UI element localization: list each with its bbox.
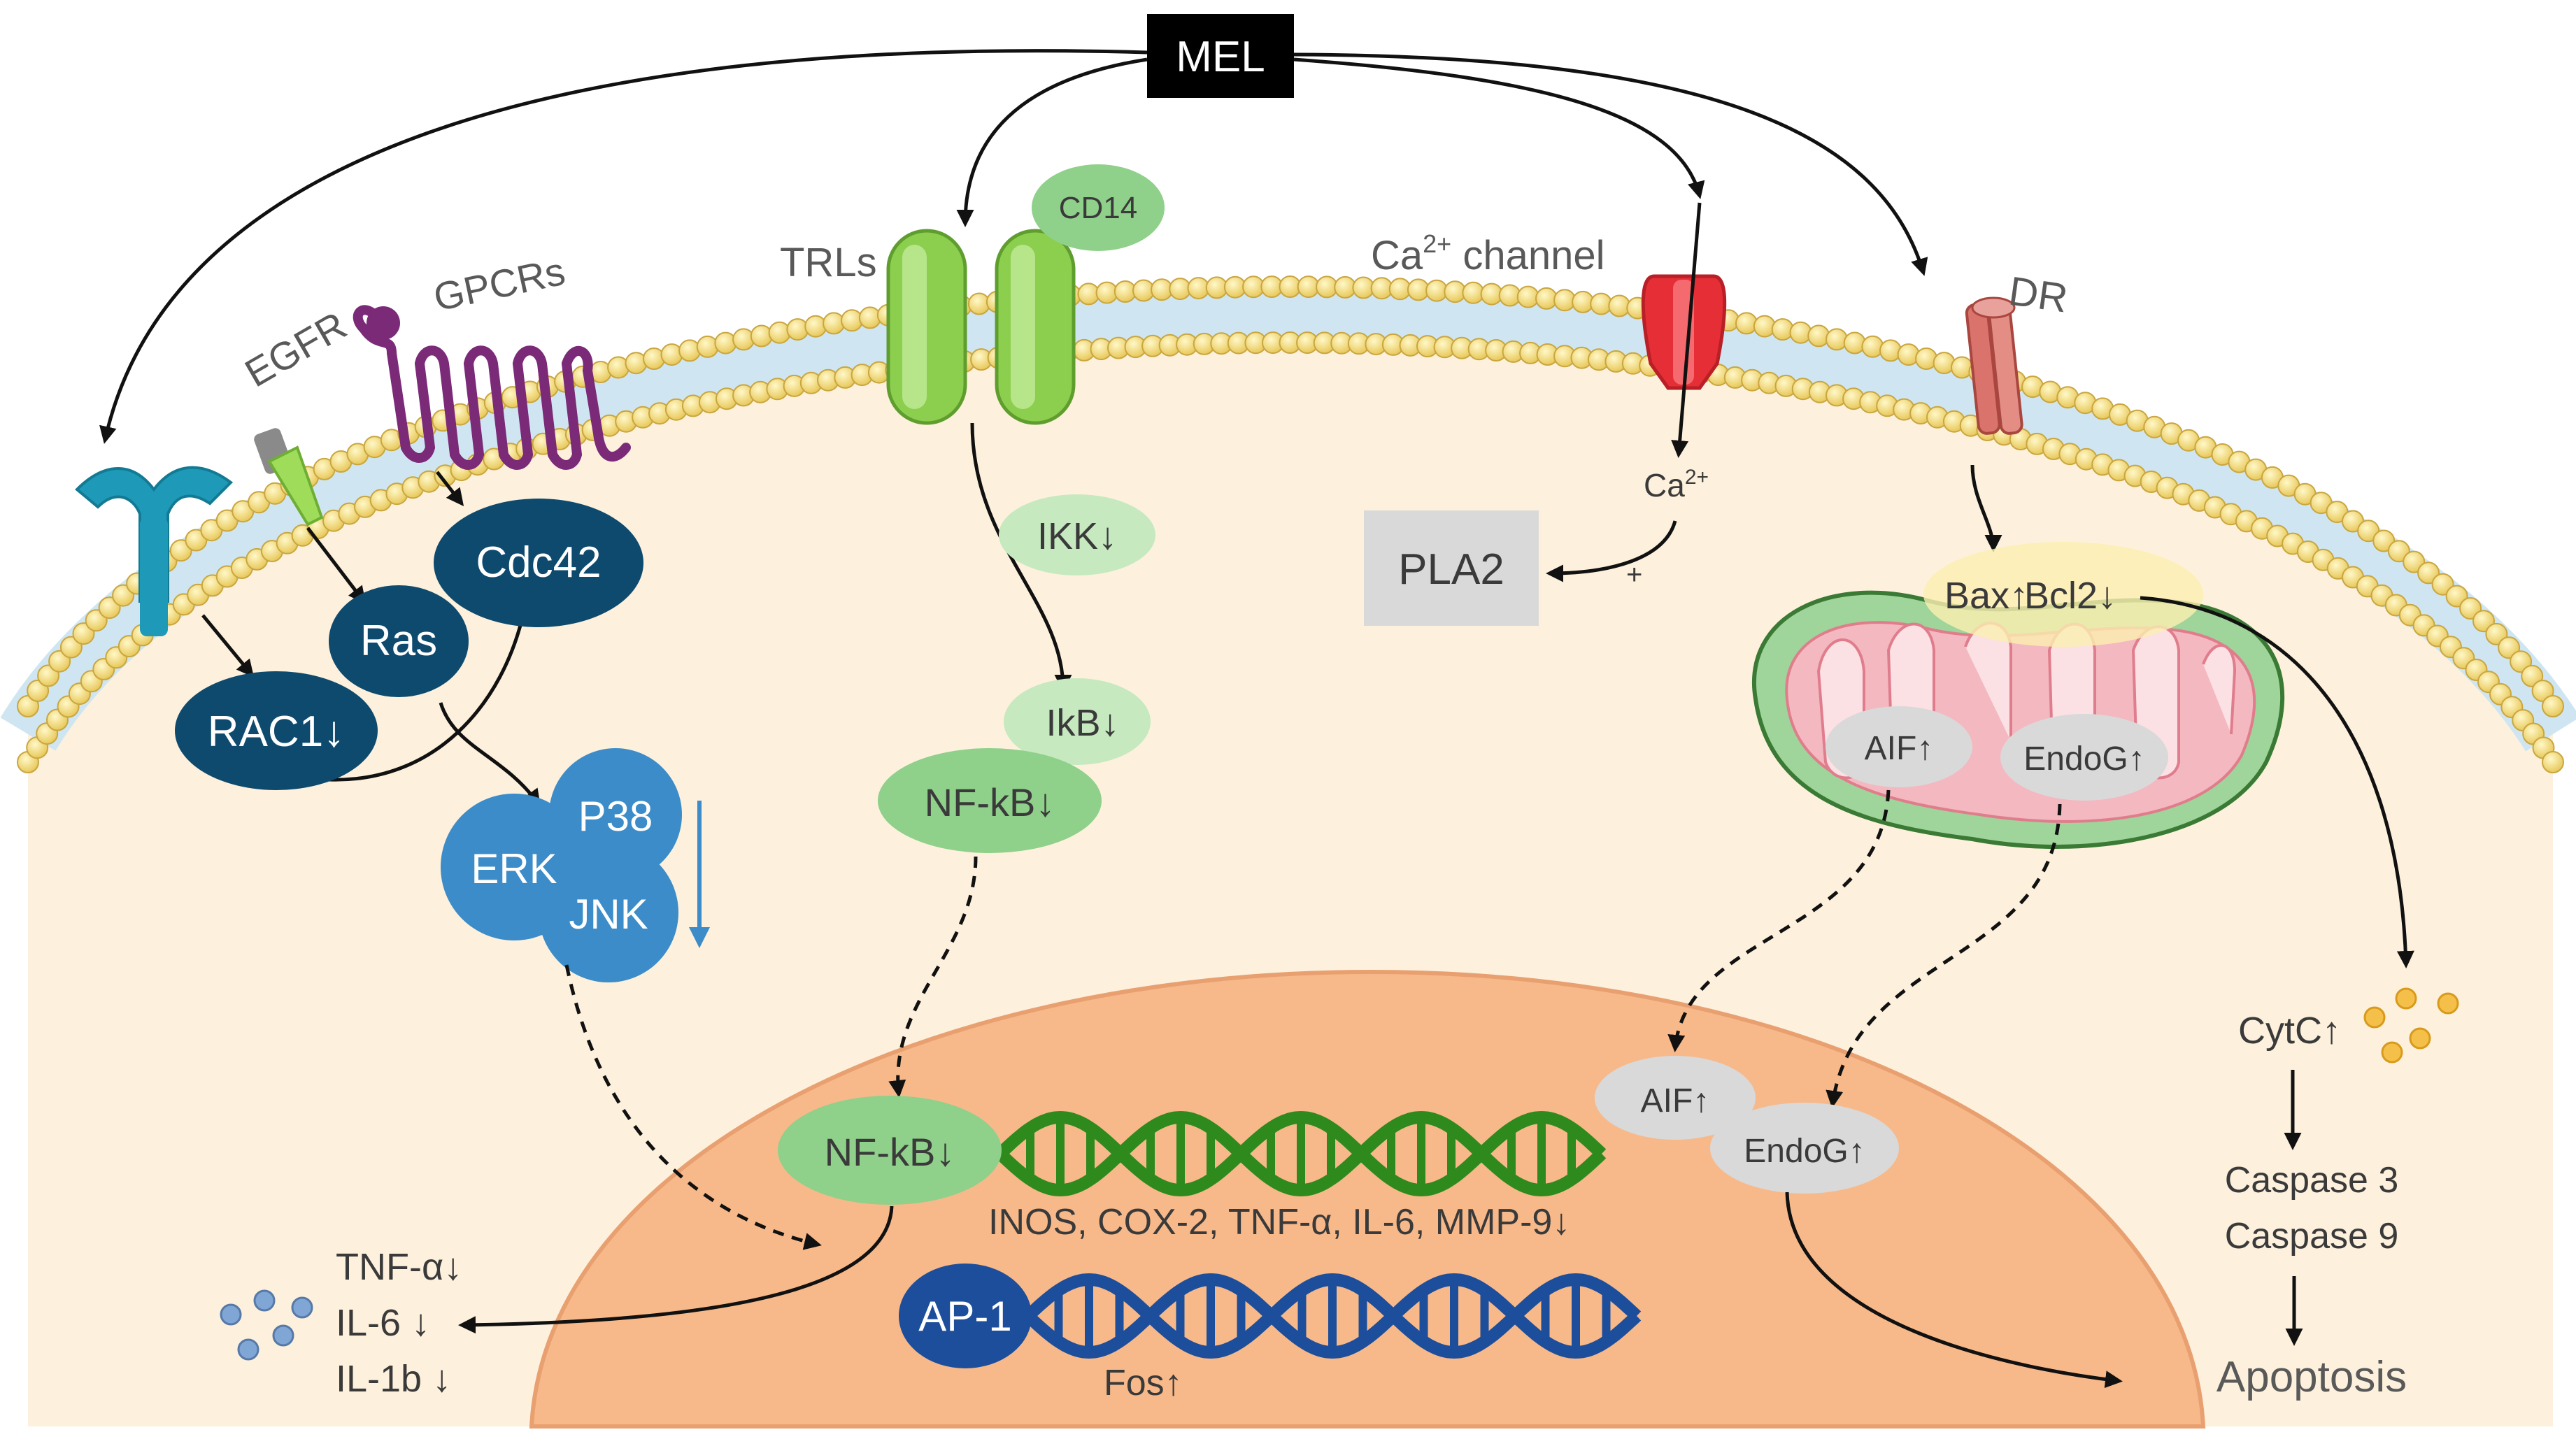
svg-text:Ras: Ras [360,617,437,665]
aif-nucleus-node: AIF↑ [1595,1056,1756,1140]
svg-text:RAC1↓: RAC1↓ [208,708,345,756]
svg-text:IkB↓: IkB↓ [1046,702,1119,744]
trl-receptor-icon [886,229,1076,425]
ras-node: Ras [329,585,469,697]
svg-text:MEL: MEL [1176,33,1265,81]
svg-text:PLA2: PLA2 [1398,545,1504,594]
aif-nucleus-arrow [1667,789,1891,1052]
cytc-dots-icon [2363,987,2459,1064]
svg-text:NF-kB↓: NF-kB↓ [925,780,1055,824]
svg-text:Cdc42: Cdc42 [476,538,601,587]
gpcrs-label: GPCRs [429,249,569,320]
mel-box: MEL [1147,14,1294,98]
lipid-head [1843,331,1866,355]
rac1-node: RAC1↓ [175,671,378,790]
pla2-box: PLA2 [1364,510,1539,626]
svg-text:EndoG↑: EndoG↑ [2023,740,2144,778]
nfkb-nucleus-node: NF-kB↓ [778,1096,1002,1205]
egfr-receptor-icon [254,428,324,527]
bax-bcl2-highlight [1923,542,2203,647]
ca-pla2-arrow [1546,520,1677,582]
svg-text:AIF↑: AIF↑ [1865,730,1934,767]
endog-nucleus-arrow [1826,803,2062,1108]
endog-mito-node: EndoG↑ [2000,714,2168,801]
cell-membrane [0,275,2576,773]
trl-ikb-arrow [970,422,1072,692]
lipid-head [1789,321,1812,344]
mapk-cluster: P38 ERK JNK [441,748,682,982]
endog-apoptosis-arrow [1785,1191,2123,1389]
green-dna-helix-icon [995,1110,1607,1197]
svg-text:CD14: CD14 [1059,191,1138,225]
lipid-head [714,331,737,355]
nfkb-nucleus-arrow [888,856,978,1098]
lipid-head [2542,751,2564,773]
lipid-head [1807,324,1830,348]
mel-arrows [99,49,1928,458]
fos-label: Fos↑ [1104,1363,1183,1403]
ca-intracellular-label: Ca2+ [1644,466,1709,503]
egfr-label: EGFR [238,303,354,395]
apoptosis-label: Apoptosis [2216,1353,2407,1401]
trls-label: TRLs [780,240,877,285]
bcl2-cytc-arrow [2140,596,2414,968]
erk-label: ERK [471,845,557,892]
svg-text:NF-kB↓: NF-kB↓ [825,1130,955,1174]
nfkb-cytokine-arrow [458,1205,894,1334]
cdc42-node: Cdc42 [434,499,643,627]
lipid-head [750,324,773,348]
svg-text:IKK↓: IKK↓ [1037,515,1117,557]
dna-strand [995,1110,1607,1197]
gpcr-receptor-icon [353,305,631,470]
bax-label: Bax↑ [1944,575,2028,617]
caspase3-label: Caspase 3 [2225,1160,2399,1201]
blue-dna-helix-icon [1023,1273,1642,1359]
dna-strand [1023,1273,1642,1359]
endog-nucleus-node: EndoG↑ [1710,1103,1899,1194]
left-arrows [201,471,541,808]
dna-strand [1023,1273,1642,1359]
bcl2-label: Bcl2↓ [2024,575,2116,617]
ikb-node: IkB↓ [1004,678,1151,765]
lipid-head [2542,695,2564,717]
ca-channel-icon [1641,274,1727,390]
death-receptor-icon [1965,296,2023,435]
svg-text:EndoG↑: EndoG↑ [1744,1133,1865,1170]
genes-label: INOS, COX-2, TNF-α, IL-6, MMP-9↓ [988,1202,1570,1243]
plus-sign: + [1626,559,1642,590]
il1b-label: IL-1b ↓ [336,1358,451,1400]
cytc-label: CytC↑ [2238,1010,2341,1052]
p38-label: P38 [578,793,653,840]
lipid-head [696,335,719,358]
ap1-node: AP-1 [899,1264,1032,1368]
svg-text:AP-1: AP-1 [918,1293,1011,1340]
jnk-label: JNK [569,891,648,938]
svg-text:AIF↑: AIF↑ [1641,1082,1710,1119]
nfkb-cytoplasm-node: NF-kB↓ [878,748,1102,853]
cd14-node: CD14 [1032,164,1165,251]
ikk-node: IKK↓ [999,494,1155,575]
dr-mito-arrow [1970,464,2002,552]
il6-label: IL-6 ↓ [336,1302,430,1344]
caspase9-label: Caspase 9 [2225,1216,2399,1257]
tnf-label: TNF-α↓ [336,1246,462,1288]
aif-mito-node: AIF↑ [1826,706,1972,787]
dr-label: DR [2006,269,2070,322]
mapk-nucleus-arrow [564,964,822,1250]
rac-receptor-icon [75,466,234,636]
cytokine-dots-icon [220,1289,313,1361]
lipid-head [1826,328,1848,351]
ca-channel-label: Ca2+ channel [1371,229,1605,278]
dna-strand [995,1110,1607,1197]
